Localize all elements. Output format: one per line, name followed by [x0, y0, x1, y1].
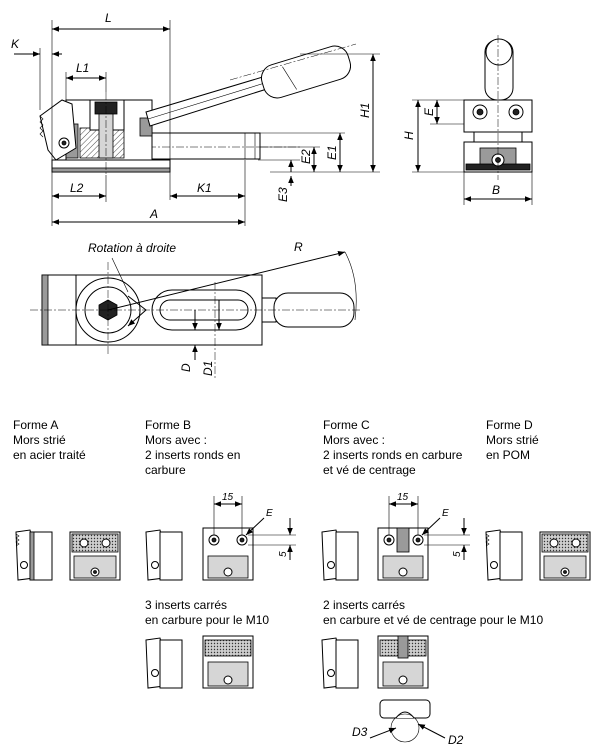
- dim-15-b: 15: [222, 492, 234, 503]
- dim-A: A: [149, 207, 158, 221]
- dim-E1: E1: [325, 145, 339, 160]
- forme-b-caption: Forme B Mors avec : 2 inserts ronds en c…: [145, 418, 241, 477]
- forme-d-drawing: [485, 529, 591, 581]
- dim-H1: H1: [358, 103, 372, 118]
- forme-a-drawing: [15, 529, 121, 581]
- dim-E3: E3: [276, 187, 290, 202]
- dim-K: K: [11, 37, 20, 51]
- dim-B: B: [492, 183, 500, 197]
- forme-b-labels: 15 E 5: [222, 492, 289, 557]
- dim-D3: D3: [352, 725, 368, 739]
- top-view-labels: Rotation à droite R D D1: [88, 240, 303, 376]
- dim-E: E: [422, 107, 436, 116]
- dim-E2: E2: [299, 149, 313, 164]
- dim-E-c: E: [442, 508, 449, 519]
- dim-K1: K1: [197, 181, 212, 195]
- dim-D2: D2: [448, 733, 464, 747]
- top-view: [30, 250, 360, 378]
- forme-d-caption: Forme D Mors strié en POM: [486, 418, 539, 462]
- forme-b-drawing: [145, 496, 296, 689]
- front-view: [412, 35, 533, 205]
- dim-5-c: 5: [452, 551, 463, 557]
- dim-L2: L2: [70, 181, 84, 195]
- dim-L: L: [105, 11, 112, 25]
- forme-c-m10-caption: 2 inserts carrés en carbure et vé de cen…: [323, 598, 544, 627]
- forme-b-m10-caption: 3 inserts carrés en carbure pour le M10: [145, 598, 270, 627]
- forme-c-drawing: [321, 496, 470, 743]
- dim-E-b: E: [266, 508, 273, 519]
- dim-15-c: 15: [397, 492, 409, 503]
- side-view-dimension-labels: L K L1 L2 K1 A H1 E1 E2 E3: [11, 11, 372, 221]
- dim-R: R: [294, 240, 303, 254]
- dim-H: H: [402, 131, 416, 140]
- dim-5-b: 5: [278, 551, 289, 557]
- forme-a-caption: Forme A Mors strié en acier traité: [13, 418, 86, 462]
- rotation-label: Rotation à droite: [88, 241, 176, 255]
- dim-L1: L1: [76, 61, 89, 75]
- forme-c-labels: 15 E 5 D3 D2: [352, 492, 464, 747]
- front-view-dimension-labels: H E B: [402, 107, 500, 197]
- dim-D: D: [179, 363, 193, 372]
- side-view: [14, 20, 380, 226]
- dim-D1: D1: [201, 361, 215, 376]
- forme-c-caption: Forme C Mors avec : 2 inserts ronds en c…: [323, 418, 463, 477]
